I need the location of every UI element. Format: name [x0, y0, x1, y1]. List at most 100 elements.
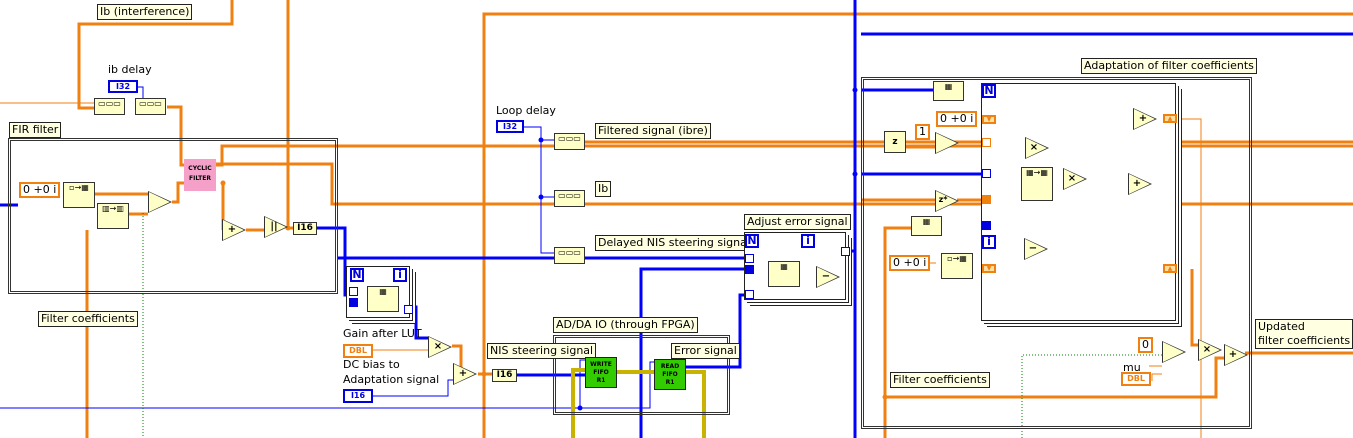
- ib-delay-control[interactable]: I32: [108, 80, 138, 93]
- polar-to-complex-icon[interactable]: z: [884, 131, 906, 153]
- loop-index-terminal: i: [982, 235, 996, 249]
- dc-bias-control[interactable]: I16: [343, 389, 373, 403]
- label-updated-line2: filter coefficients: [1258, 334, 1351, 347]
- re-im-to-complex-icon[interactable]: [935, 132, 959, 154]
- multiply-symbol: ×: [433, 341, 443, 352]
- wire-filter-out-2: [216, 162, 1353, 206]
- cyclic-filter-label: CYCLIC: [188, 165, 212, 172]
- to-i16-conversion[interactable]: I16: [492, 369, 517, 382]
- multiply-icon[interactable]: [1025, 137, 1049, 159]
- tunnel: [349, 287, 358, 296]
- wire-int-thin-1: [0, 359, 654, 409]
- wire-int-5: [639, 267, 748, 438]
- multiply-icon[interactable]: [1198, 339, 1222, 361]
- complex-zero-constant[interactable]: 0 +0 i: [889, 255, 931, 271]
- label-delayed-nis: Delayed NIS steering signal: [595, 235, 753, 251]
- subtract-icon[interactable]: [1024, 238, 1048, 260]
- zero-constant[interactable]: 0: [1138, 337, 1153, 353]
- fifo-text: READ: [660, 363, 680, 370]
- label-adaptation: Adaptation of filter coefficients: [1081, 58, 1257, 74]
- one-constant[interactable]: 1: [915, 124, 930, 140]
- add-icon[interactable]: [1133, 108, 1157, 130]
- add-symbol: +: [458, 368, 468, 379]
- conjugate-icon[interactable]: [935, 190, 959, 212]
- adaptation-frame: [861, 77, 1252, 429]
- replace-array-subset-icon[interactable]: ▦→▦: [1021, 167, 1053, 201]
- label-adda-io: AD/DA IO (through FPGA): [553, 317, 698, 333]
- shift-register-right: ▲: [1163, 114, 1177, 123]
- multiply-icon[interactable]: [1063, 168, 1087, 190]
- complex-zero-constant[interactable]: 0 +0 i: [936, 111, 978, 127]
- conjugate-symbol: z*: [938, 195, 948, 204]
- label-mu: mu: [1123, 361, 1141, 374]
- feedback-delay-icon[interactable]: ▭▭▭: [554, 133, 585, 150]
- wire-i16-bias: [373, 379, 453, 397]
- wire-adapt-1: [1190, 269, 1199, 347]
- adda-io-frame: [553, 335, 730, 415]
- label-ib-interference: Ib (interference): [97, 4, 193, 20]
- cyclic-filter-label: FILTER: [189, 175, 211, 182]
- feedback-delay-icon[interactable]: ▭▭▭: [94, 98, 125, 115]
- loop-index-terminal: i: [801, 234, 815, 248]
- select-icon[interactable]: [148, 191, 172, 213]
- fifo-text: FIFO: [593, 369, 609, 376]
- add-icon[interactable]: [222, 219, 246, 241]
- loop-count-terminal: N: [982, 84, 996, 98]
- multiply-symbol: ×: [1029, 142, 1039, 153]
- wire-gain: [452, 344, 463, 370]
- label-filter-coefficients-left: Filter coefficients: [38, 311, 138, 327]
- fir-filter-frame: [8, 138, 338, 294]
- shift-register-left: ▼: [982, 115, 996, 124]
- label-ib: Ib: [595, 181, 612, 197]
- subtract-symbol: −: [821, 271, 831, 282]
- label-error-signal: Error signal: [671, 343, 740, 359]
- tunnel: [745, 290, 754, 299]
- feedback-delay-icon[interactable]: ▭▭▭: [554, 247, 585, 264]
- loop-delay-control[interactable]: I32: [496, 120, 524, 133]
- shift-register-left: ▼: [982, 264, 996, 273]
- multiply-symbol: ×: [1202, 344, 1212, 355]
- feedback-delay-icon[interactable]: ▭▭▭: [135, 98, 166, 115]
- shift-register-right: ▲: [1163, 264, 1177, 273]
- multiply-icon[interactable]: [428, 336, 452, 358]
- wire-ib: [77, 0, 234, 110]
- feedback-delay-icon[interactable]: ▭▭▭: [554, 190, 585, 207]
- index-array-icon[interactable]: ▦: [768, 261, 800, 287]
- tunnel: [982, 138, 991, 147]
- label-loop-delay: Loop delay: [496, 104, 556, 117]
- tunnel: [349, 298, 358, 307]
- abs-icon[interactable]: [264, 216, 288, 238]
- gain-control[interactable]: DBL: [343, 344, 373, 358]
- complex-zero-constant[interactable]: 0 +0 i: [19, 182, 61, 198]
- index-array-icon[interactable]: ▦: [367, 286, 399, 312]
- loop-count-terminal: N: [745, 234, 759, 248]
- label-fir-filter: FIR filter: [9, 122, 62, 138]
- array-size-icon[interactable]: ▦: [933, 81, 964, 101]
- label-adjust-error: Adjust error signal: [744, 214, 851, 230]
- subtract-symbol: −: [1028, 243, 1038, 254]
- initialize-array-icon[interactable]: ▫→▦: [63, 182, 95, 208]
- fifo-text: FIFO: [662, 371, 678, 378]
- initialize-array-icon[interactable]: ▫→▦: [941, 253, 973, 279]
- cyclic-filter-node[interactable]: CYCLIC FILTER: [184, 159, 216, 191]
- to-i16-conversion[interactable]: I16: [293, 222, 317, 235]
- wire-int-7: [861, 88, 981, 176]
- fifo-text: R1: [665, 379, 675, 386]
- add-icon[interactable]: [1224, 344, 1248, 366]
- subtract-icon[interactable]: [816, 266, 840, 288]
- wire-sel-out: [172, 181, 184, 204]
- array-transform-icon[interactable]: ▥→▥: [97, 203, 129, 229]
- select-icon[interactable]: [1162, 341, 1186, 363]
- loop-index-terminal: i: [393, 268, 407, 282]
- label-dc-bias-1: DC bias to: [343, 358, 400, 371]
- array-size-icon[interactable]: ▦: [911, 216, 942, 236]
- mu-control[interactable]: DBL: [1121, 372, 1151, 386]
- tunnel: [982, 195, 991, 204]
- add-icon[interactable]: [1128, 173, 1152, 195]
- add-icon[interactable]: [453, 363, 477, 385]
- fifo-text: R1: [596, 377, 606, 384]
